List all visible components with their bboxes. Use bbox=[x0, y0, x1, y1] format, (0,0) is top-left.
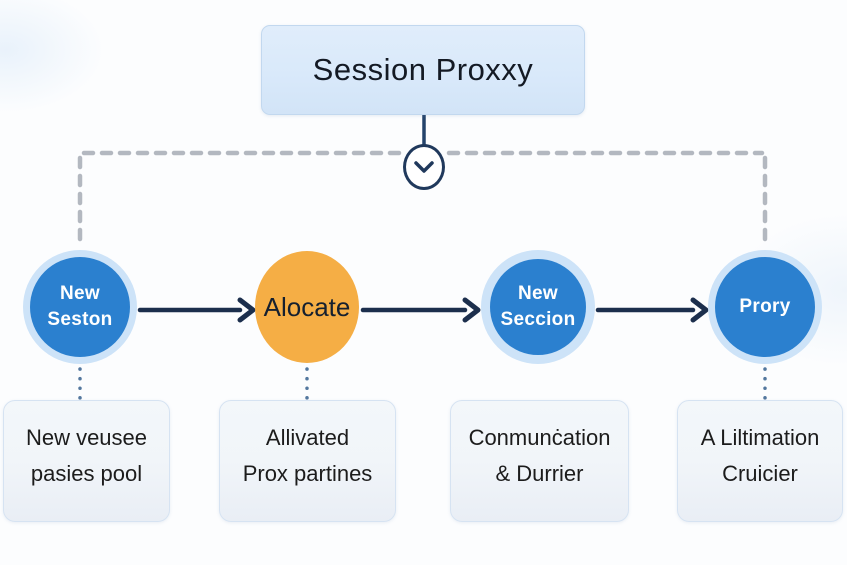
card-conmuncation-durrier: Conmunċation & Durrier bbox=[450, 400, 629, 522]
node-label-line: New bbox=[60, 283, 100, 304]
card-text-line: Cruicier bbox=[722, 461, 798, 486]
page-title: Session Proxxy bbox=[312, 52, 534, 87]
title-box: Session Proxxy bbox=[261, 25, 585, 115]
flow-arrow-1-head bbox=[237, 297, 256, 323]
node-new-seccion: New Seccion bbox=[481, 250, 595, 364]
flow-arrow-2-head bbox=[462, 297, 481, 323]
flow-arrow-3-head bbox=[690, 297, 709, 323]
card-liltimation-cruicier: A Liltimation Cruicier bbox=[677, 400, 843, 522]
node-prory-circle: Prory bbox=[715, 257, 815, 357]
card-text-line: & Durrier bbox=[495, 461, 584, 486]
card-text-line: Prox partines bbox=[242, 461, 373, 486]
node-label-line: Alocate bbox=[263, 292, 351, 322]
node-label-line: Seccion bbox=[500, 309, 576, 330]
card-new-veusee-pasies-pool: New veusee pasies pool bbox=[3, 400, 170, 522]
card-text-line: pasies pool bbox=[30, 461, 143, 486]
node-new-seston-circle: New Seston bbox=[30, 257, 130, 357]
connector-circle bbox=[403, 144, 445, 190]
node-prory: Prory bbox=[708, 250, 822, 364]
node-label-line: Prory bbox=[739, 296, 791, 317]
node-new-seston: New Seston bbox=[23, 250, 137, 364]
card-text-line: Conmunċation bbox=[468, 425, 611, 450]
card-text-line: A Liltimation bbox=[700, 425, 820, 450]
card-text-line: New veusee bbox=[25, 425, 148, 450]
node-alocate: Alocate bbox=[255, 251, 359, 363]
card-allivated-prox-partines: Allivated Prox partines bbox=[219, 400, 396, 522]
chevron-down-icon bbox=[414, 161, 434, 173]
card-text-line: Allivated bbox=[265, 425, 350, 450]
node-new-seccion-circle: New Seccion bbox=[490, 259, 586, 355]
node-label-line: New bbox=[518, 283, 558, 304]
node-label-line: Seston bbox=[47, 309, 113, 330]
